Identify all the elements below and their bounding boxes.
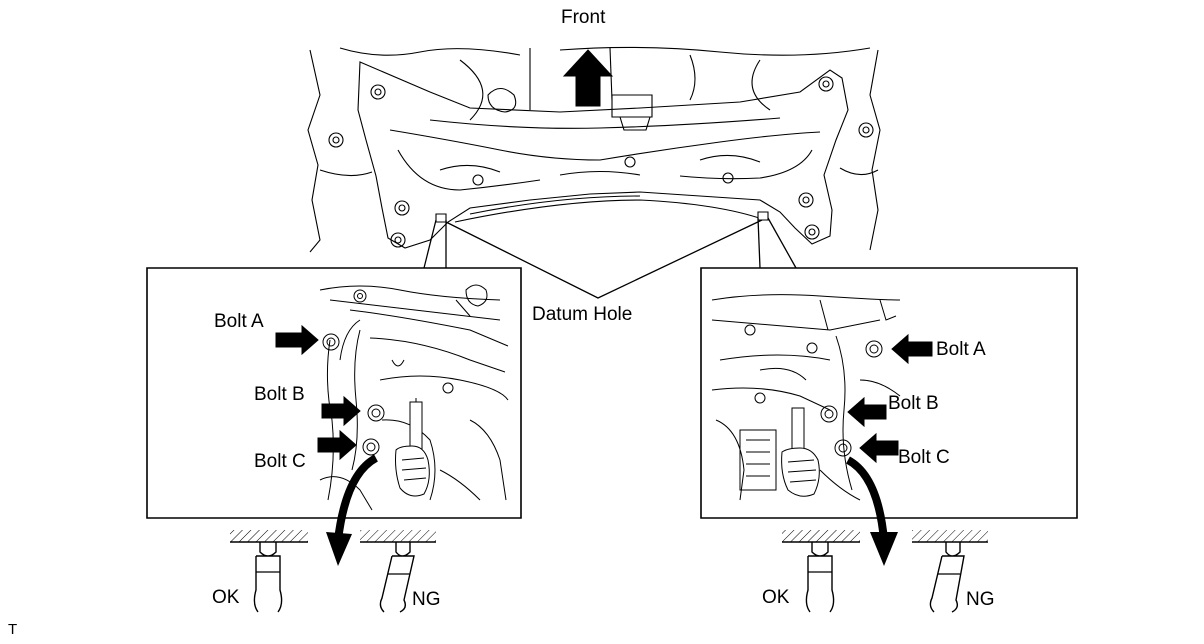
front-arrow-icon <box>564 50 612 106</box>
left-ng-label: NG <box>412 589 441 610</box>
guide-pin-icon <box>380 542 414 612</box>
left-bolt-b-label: Bolt B <box>254 384 305 405</box>
bolt-c-arrow-icon <box>860 434 898 462</box>
front-label: Front <box>561 7 606 28</box>
left-ng-pin-illustration <box>360 530 436 612</box>
hatch-surface-icon <box>782 530 860 542</box>
guide-pin-icon <box>930 542 964 612</box>
callout-connectors <box>424 218 796 268</box>
left-bolt-arrows <box>276 326 360 459</box>
hatch-surface-icon <box>230 530 308 542</box>
right-detail-drawing <box>712 295 900 500</box>
left-bolt-c-label: Bolt C <box>254 451 306 472</box>
hatch-surface-icon <box>360 530 436 542</box>
datum-hole-markers <box>436 212 768 222</box>
datum-hole-leaders <box>446 220 762 298</box>
right-ng-pin-illustration <box>912 530 988 612</box>
left-detail-drawing <box>320 285 508 510</box>
bolt-b-arrow-icon <box>848 398 886 426</box>
left-curved-arrow-icon <box>326 458 376 566</box>
left-ok-pin-illustration <box>230 530 308 612</box>
right-bolt-a-label: Bolt A <box>936 339 986 360</box>
guide-pin-icon <box>806 542 833 612</box>
right-ok-pin-illustration <box>782 530 860 612</box>
guide-pin-icon <box>254 542 281 612</box>
left-bolt-a-label: Bolt A <box>214 311 264 332</box>
bolt-a-arrow-icon <box>276 326 318 354</box>
right-ok-label: OK <box>762 587 790 608</box>
bolt-c-arrow-icon <box>318 431 356 459</box>
right-ng-label: NG <box>966 589 995 610</box>
left-detail-box <box>147 268 521 518</box>
subframe-bolts <box>329 77 873 247</box>
bolt-a-arrow-icon <box>892 335 932 363</box>
right-bolt-arrows <box>848 335 932 462</box>
footer-mark: T <box>8 621 18 638</box>
right-bolt-c-label: Bolt C <box>898 447 950 468</box>
right-curved-arrow-icon <box>848 460 898 566</box>
hatch-surface-icon <box>912 530 988 542</box>
bolt-b-arrow-icon <box>322 397 360 425</box>
left-ok-label: OK <box>212 587 240 608</box>
right-bolt-b-label: Bolt B <box>888 393 939 414</box>
datum-hole-label: Datum Hole <box>532 304 633 325</box>
